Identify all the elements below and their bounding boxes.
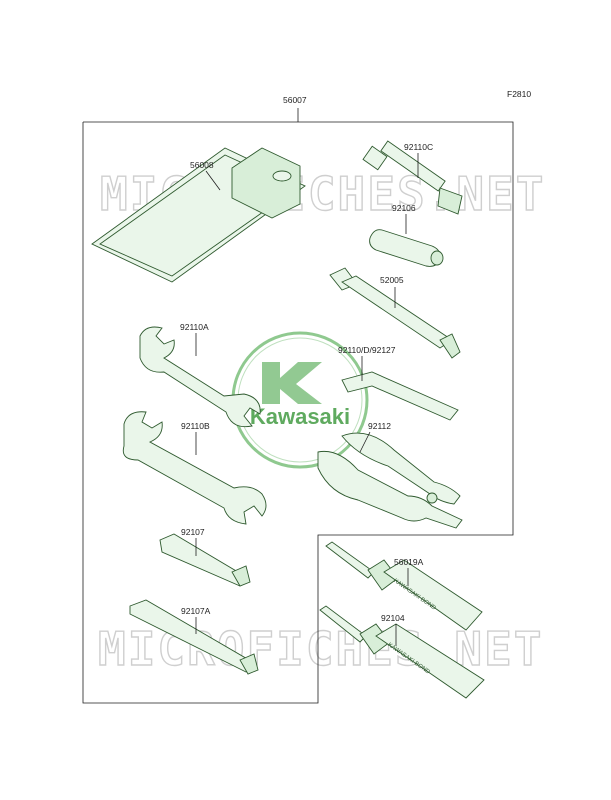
label-kit: 56007 [283,95,307,105]
hex-key-part [341,371,459,421]
logo-text: Kawasaki [250,404,350,429]
kit-frame [82,108,514,704]
label-handle: 92106 [392,203,416,213]
figure-code: F2810 [507,89,531,99]
socket-wrench-part [362,140,463,215]
label-wrench-b: 92110B [181,421,210,431]
label-extension: 52005 [380,275,404,285]
label-hex-key: 92110/D/92127 [338,345,396,355]
label-bag: 56008 [190,160,214,170]
label-bond-b: 92104 [381,613,405,623]
label-pliers: 92112 [368,421,391,431]
label-screwdriver: 92107 [181,527,205,537]
wrench-a-part [139,326,261,428]
extension-bar-part [329,267,461,359]
tool-bag-part [91,147,306,283]
pliers-part [317,432,463,529]
screwdriver-a-part [129,599,259,675]
screwdriver-part [159,533,251,587]
label-socket: 92110C [404,142,433,152]
label-screwdriver-a: 92107A [181,606,211,616]
wrench-b-part [122,411,267,525]
label-bond-a: 56019A [394,557,424,567]
label-wrench-a: 92110A [180,322,209,332]
handle-part [369,229,444,267]
